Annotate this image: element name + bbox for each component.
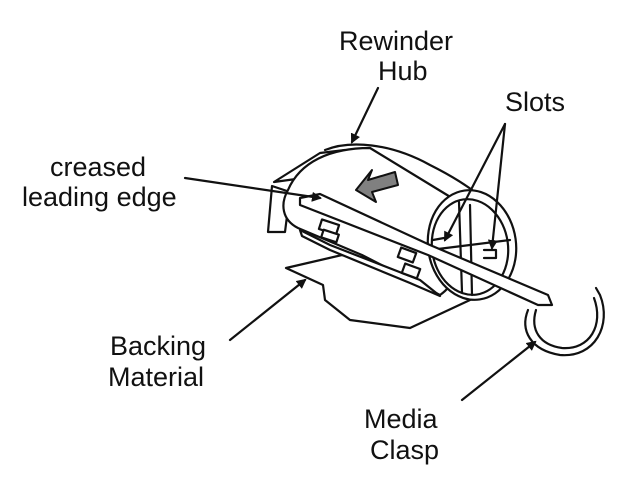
media-clasp [524, 286, 605, 357]
rewinder-hub-label-line1: Rewinder [339, 26, 453, 56]
backing-label-line1: Backing [110, 331, 206, 361]
media-clasp-label-line2: Clasp [370, 435, 439, 465]
rewinder-hub-label-line2: Hub [378, 56, 428, 86]
creased-label-line2: leading edge [22, 182, 177, 212]
slots-leader-right [487, 122, 507, 250]
media-clasp-label-line1: Media [364, 404, 439, 434]
media-strip [298, 192, 554, 307]
slots-label: Slots [505, 87, 565, 117]
rewinder-hub-leader [350, 86, 380, 144]
backing-material-leader [228, 278, 307, 342]
media-clasp-leader [460, 340, 537, 402]
rotation-arrow-icon [355, 169, 399, 203]
creased-edge-leader [183, 176, 322, 202]
creased-label-line1: creased [50, 152, 146, 182]
backing-label-line2: Material [108, 362, 204, 392]
hub-slots [431, 236, 498, 260]
slots-leader-left [443, 122, 507, 242]
